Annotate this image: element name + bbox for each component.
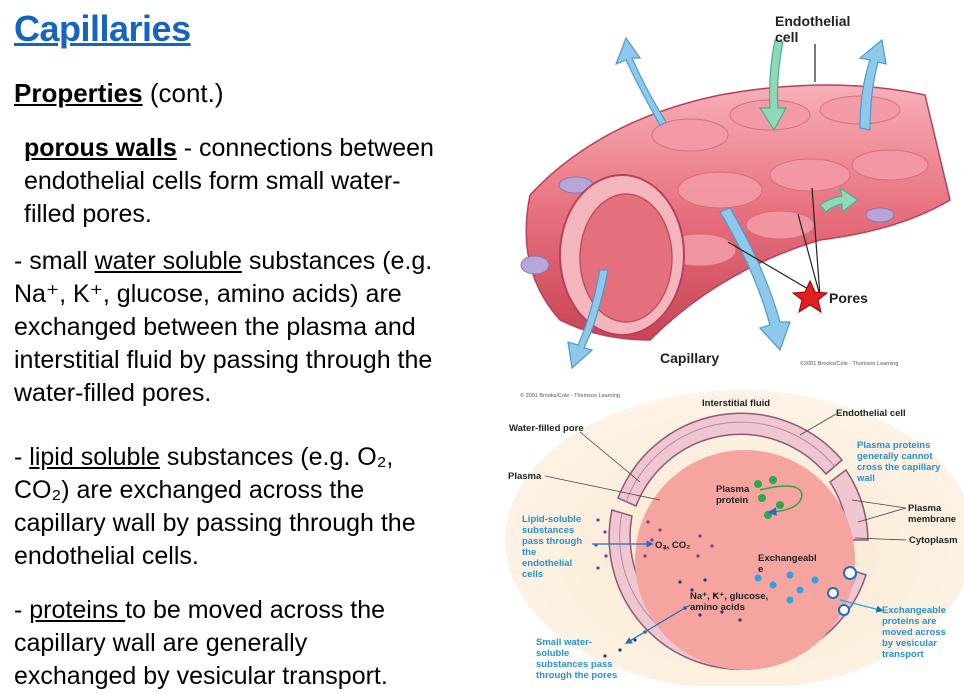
label-plasma: Plasma xyxy=(508,471,542,482)
p4-line2: capillary wall are generally xyxy=(14,629,308,657)
ls-line1: Lipid-soluble xyxy=(522,514,582,525)
label-endothelial-cell-2: Endothelial cell xyxy=(836,408,906,419)
star-icon xyxy=(791,279,829,314)
ep-line4: by vesicular xyxy=(882,638,937,649)
p2-line2: Na⁺, K⁺, glucose, amino acids) are xyxy=(14,280,402,308)
label-interstitial-fluid: Interstitial fluid xyxy=(702,398,771,409)
label-pores: Pores xyxy=(829,290,868,306)
ls-line2: substances xyxy=(522,525,575,536)
ls-line6: cells xyxy=(522,569,544,580)
p4-line3: exchanged by vesicular transport. xyxy=(14,662,388,690)
fig1-copyright: ©2001 Brooks/Cole - Thomson Learning xyxy=(800,361,899,367)
pc-line1: Plasma proteins xyxy=(857,440,931,451)
label-small-water-soluble: Small water- soluble substances pass thr… xyxy=(536,637,617,681)
p1-line3: filled pores. xyxy=(24,200,152,228)
label-cytoplasm: Cytoplasm xyxy=(909,535,958,546)
p3-line1-rest: substances (e.g. O₂, xyxy=(159,443,394,471)
p4-prefix: - xyxy=(14,596,30,624)
pc-line2: generally cannot xyxy=(857,451,933,462)
p2-prefix: - small xyxy=(14,247,95,275)
ls-line4: the xyxy=(522,547,537,558)
term-water-soluble: water soluble xyxy=(94,247,242,275)
pm-line1: Plasma xyxy=(908,503,942,514)
p2-line1-rest: substances (e.g. xyxy=(241,247,433,275)
pm-line2: membrane xyxy=(908,514,957,525)
sw-line1: Small water- xyxy=(536,637,592,648)
p4-line1-rest: to be moved across the xyxy=(125,596,386,624)
p2-line4: interstitial fluid by passing through th… xyxy=(14,346,433,374)
subtitle-rest: (cont.) xyxy=(142,78,224,108)
p3-line3: capillary wall by passing through the xyxy=(14,509,416,537)
label-lipid-soluble: Lipid-soluble substances pass through th… xyxy=(522,514,582,580)
ls-line5: endothelial xyxy=(522,558,573,569)
ep-line1: Exchangeable xyxy=(882,605,946,616)
ep-line2: proteins are xyxy=(882,616,937,627)
ls-line3: pass through xyxy=(522,536,583,547)
sw-line3: substances pass xyxy=(536,659,613,670)
pp-line1: Plasma xyxy=(716,484,750,495)
label-endothelial-line2: cell xyxy=(775,29,799,45)
term-proteins: proteins xyxy=(29,596,126,624)
p3-line4: endothelial cells. xyxy=(14,542,199,570)
p2-line5: water-filled pores. xyxy=(14,379,212,407)
paragraph-porous-walls: porous walls - connections between endot… xyxy=(24,132,434,231)
label-exchangeable-proteins: Exchangeable proteins are moved across b… xyxy=(882,605,946,660)
term-lipid-soluble: lipid soluble xyxy=(29,443,160,471)
label-water-filled-pore: Water-filled pore xyxy=(509,423,584,434)
term-porous-walls: porous walls xyxy=(24,134,177,162)
label-endothelial-line1: Endothelial xyxy=(775,13,851,29)
pc-line4: wall xyxy=(857,473,875,484)
p3-prefix: - xyxy=(14,443,30,471)
pp-line2: protein xyxy=(716,495,749,506)
ep-line3: moved across xyxy=(882,627,946,638)
p2-line3: exchanged between the plasma and xyxy=(14,313,416,341)
subtitle: Properties (cont.) xyxy=(14,78,224,109)
ep-line5: transport xyxy=(882,649,924,660)
capillary-3d-illustration xyxy=(520,36,951,370)
na-line2: amino acids xyxy=(690,602,745,613)
subtitle-bold: Properties xyxy=(14,78,143,108)
paragraph-proteins: - proteins to be moved across the capill… xyxy=(14,594,388,693)
label-na-k-glucose: Na⁺, K⁺, glucose,amino acids xyxy=(690,591,768,613)
paragraph-water-soluble: - small water soluble substances (e.g. N… xyxy=(14,245,432,410)
ex-line2: e xyxy=(758,564,764,575)
capillary-cross-section-diagram xyxy=(505,390,964,686)
p1-line1: - connections between xyxy=(176,134,434,162)
ex-line1: Exchangeabl xyxy=(758,553,817,564)
p3-line2: CO₂) are exchanged across the xyxy=(14,476,365,504)
label-proteins-cannot-cross: Plasma proteins generally cannot cross t… xyxy=(857,440,940,484)
p1-line2: endothelial cells form small water- xyxy=(24,167,401,195)
sw-line2: soluble xyxy=(536,648,570,659)
fig2-copyright: © 2001 Brooks/Cole - Thomson Learning xyxy=(520,393,620,399)
paragraph-lipid-soluble: - lipid soluble substances (e.g. O₂, CO₂… xyxy=(14,441,416,573)
page-title: Capillaries xyxy=(14,8,191,49)
label-o2-co2: O₂, CO₂ xyxy=(655,540,691,551)
pc-line3: cross the capillary xyxy=(857,462,941,473)
sw-line4: through the pores xyxy=(536,670,618,681)
na-line1: Na⁺, K⁺, glucose, xyxy=(690,591,769,602)
label-capillary: Capillary xyxy=(660,350,720,366)
